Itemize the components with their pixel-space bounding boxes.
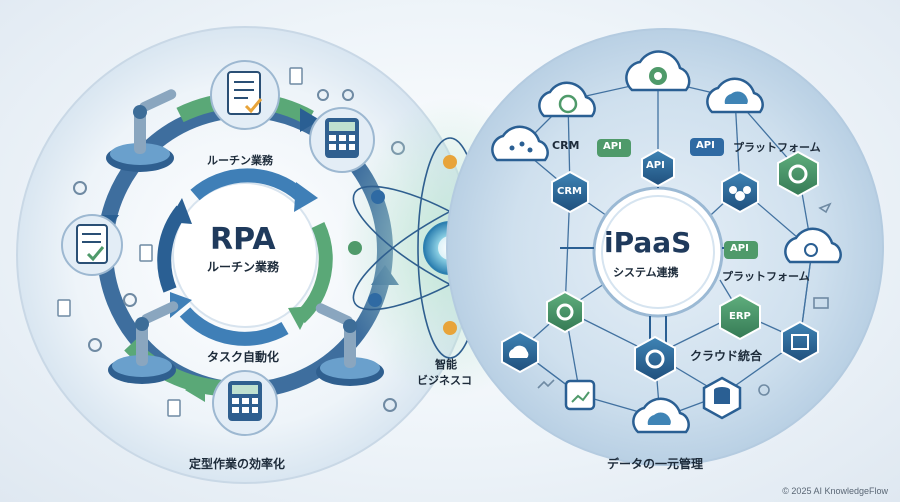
rpa-cycle-arrowhead <box>300 108 320 132</box>
hex-node-gear-icon <box>546 290 584 334</box>
rpa-subtitle: ルーチン業務 <box>207 260 280 274</box>
rpa-inner-arc <box>190 168 305 201</box>
api-badge-4-label: API <box>730 243 749 254</box>
api-badge-2-label: API <box>646 160 665 171</box>
atom-electron <box>368 293 382 307</box>
rpa-inner-arrowhead <box>168 198 192 224</box>
center-label-line1: 智能 <box>435 358 457 371</box>
platform-label-2: プラットフォーム <box>722 270 810 283</box>
cloud-integration-label: クラウド統合 <box>690 349 763 363</box>
cloud-icon <box>632 397 690 434</box>
rpa-inner-arc <box>179 307 289 346</box>
hex-node-cloud-upload-icon <box>501 330 539 374</box>
rpa-inner-arrowhead <box>288 306 312 330</box>
ipaas-caption: データの一元管理 <box>607 457 704 471</box>
robot-arm-icon <box>315 303 384 386</box>
hex-node-erp <box>719 293 761 341</box>
api-badge-1-label: API <box>603 141 622 152</box>
center-label-line2: ビジネスコ <box>417 374 472 387</box>
hex-node-crm <box>551 170 589 214</box>
ipaas-crm-node-label: CRM <box>557 186 582 197</box>
document-check-icon <box>210 60 280 130</box>
api-badge-3-label: API <box>696 140 715 151</box>
rpa-top-label: ルーチン業務 <box>207 154 273 167</box>
robot-arm-icon <box>106 89 177 172</box>
rpa-inner-arrowhead <box>170 292 192 318</box>
rpa-caption: 定型作業の効率化 <box>189 457 286 471</box>
rpa-inner-disc <box>172 182 318 328</box>
hex-node-team-icon <box>721 170 759 214</box>
hex-node-api-center <box>641 148 675 188</box>
calendar-chart-icon <box>564 379 596 411</box>
ipaas-subtitle: システム連携 <box>613 266 679 279</box>
cloud-icon <box>784 227 842 264</box>
atom-electron <box>443 321 457 335</box>
rpa-panel <box>16 26 474 484</box>
small-decor-icons <box>537 202 832 396</box>
ipaas-panel <box>446 28 884 466</box>
cloud-icon <box>706 77 764 114</box>
atom-electron <box>348 241 362 255</box>
rpa-cycle-arrowhead <box>185 378 205 402</box>
rpa-inner-arrowhead <box>294 182 318 212</box>
cloud-icon <box>491 125 549 162</box>
ipaas-title: iPaaS <box>604 226 692 259</box>
cloud-icon <box>538 81 596 118</box>
api-badge <box>597 138 758 259</box>
calculator-icon <box>212 370 278 436</box>
calculator-icon <box>309 107 375 173</box>
cloud-icon <box>625 50 691 92</box>
platform-label-1: プラットフォーム <box>733 141 821 154</box>
atom-electron <box>371 190 385 204</box>
copyright-credit: © 2025 AI KnowledgeFlow <box>782 486 888 496</box>
robot-arm-icon <box>108 301 179 384</box>
hex-node-dashboard-icon <box>781 320 819 364</box>
hex-node-gear-icon <box>777 150 819 198</box>
rpa-title: RPA <box>210 222 276 257</box>
small-document-icon <box>57 67 303 417</box>
ipaas-crm-text: CRM <box>552 139 580 152</box>
erp-node-label: ERP <box>729 311 751 322</box>
rpa-bottom-label: タスク自動化 <box>207 350 280 364</box>
atom-electron <box>443 155 457 169</box>
document-check-icon <box>61 214 123 276</box>
hex-node-settings-icon <box>634 335 676 383</box>
database-icon <box>702 376 742 420</box>
